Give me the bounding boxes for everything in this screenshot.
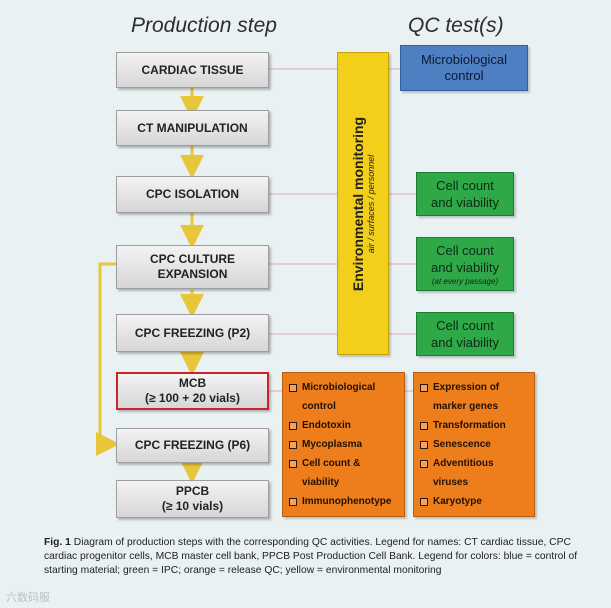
env-title: Environmental monitoring: [350, 116, 366, 291]
environmental-monitoring-box: Environmental monitoring air / surfaces …: [337, 52, 389, 355]
caption-text: Diagram of production steps with the cor…: [44, 537, 578, 576]
qc-cell-count-culture: Cell count and viability (at every passa…: [416, 237, 514, 291]
qc-tests-header: QC test(s): [408, 14, 504, 37]
checkbox-icon: [289, 422, 297, 430]
qc-line: Cell count: [436, 318, 494, 333]
release-qc-left: Microbiological control Endotoxin Mycopl…: [282, 372, 405, 517]
qc-line: Cell count: [436, 178, 494, 193]
release-item: Cell count & viability: [289, 454, 400, 492]
release-item: Transformation: [420, 416, 530, 435]
step-label: CARDIAC TISSUE: [141, 62, 244, 77]
watermark: 六数码服: [6, 592, 50, 604]
checkbox-icon: [420, 422, 428, 430]
step-label: CPC ISOLATION: [145, 187, 240, 201]
step-cpc-culture-expansion: CPC CULTURE EXPANSION: [116, 245, 269, 289]
figure-caption: Fig. 1 Diagram of production steps with …: [44, 536, 592, 578]
checkbox-icon: [289, 441, 297, 449]
production-step-header: Production step: [131, 14, 277, 37]
qc-line-2: and viability: [431, 259, 499, 275]
qc-note: (at every passage): [431, 276, 499, 286]
step-cpc-freezing-p6: CPC FREEZING (P6): [116, 428, 269, 463]
qc-line-2: control: [444, 68, 484, 83]
checkbox-icon: [420, 441, 428, 449]
release-item: Adventitious viruses: [420, 454, 530, 492]
env-subtitle: air / surfaces / personnel: [366, 154, 376, 253]
checkbox-icon: [289, 498, 297, 506]
step-cardiac-tissue: CARDIAC TISSUE: [116, 52, 269, 88]
step-label: PPCB: [175, 484, 210, 498]
step-mcb: MCB (≥ 100 + 20 vials): [116, 372, 269, 410]
figure-number: Fig. 1: [44, 537, 71, 548]
checkbox-icon: [420, 498, 428, 506]
checkbox-icon: [289, 384, 297, 392]
step-arrows: [96, 87, 204, 484]
qc-line: Microbiological: [421, 52, 507, 67]
release-item: Karyotype: [420, 492, 530, 511]
checkbox-icon: [420, 384, 428, 392]
release-item: Mycoplasma: [289, 435, 400, 454]
step-label: CPC CULTURE: [149, 252, 236, 266]
checkbox-icon: [420, 460, 428, 468]
step-cpc-freezing-p2: CPC FREEZING (P2): [116, 314, 269, 352]
step-label: CPC FREEZING (P6): [134, 438, 251, 452]
step-label-2: (≥ 100 + 20 vials): [145, 391, 240, 405]
release-item: Microbiological control: [289, 378, 400, 416]
qc-line-2: and viability: [431, 195, 499, 210]
release-qc-right: Expression of marker genes Transformatio…: [413, 372, 535, 517]
step-label: CT MANIPULATION: [137, 120, 248, 135]
step-cpc-isolation: CPC ISOLATION: [116, 176, 269, 213]
checkbox-icon: [289, 460, 297, 468]
release-item: Immunophenotype: [289, 492, 400, 511]
release-item: Senescence: [420, 435, 530, 454]
qc-cell-count-isolation: Cell count and viability: [416, 172, 514, 216]
step-label-2: (≥ 10 vials): [161, 499, 224, 513]
qc-line-2: and viability: [431, 335, 499, 350]
step-label: CPC FREEZING (P2): [134, 325, 251, 340]
qc-microbiological-control: Microbiological control: [400, 45, 528, 91]
step-label-2: EXPANSION: [157, 267, 228, 281]
loop-line: [96, 262, 120, 456]
release-item: Expression of marker genes: [420, 378, 530, 416]
qc-cell-count-freezing: Cell count and viability: [416, 312, 514, 356]
qc-line: Cell count: [436, 242, 494, 258]
step-ppcb: PPCB (≥ 10 vials): [116, 480, 269, 518]
release-item: Endotoxin: [289, 416, 400, 435]
step-label: MCB: [178, 376, 207, 390]
step-ct-manipulation: CT MANIPULATION: [116, 110, 269, 146]
